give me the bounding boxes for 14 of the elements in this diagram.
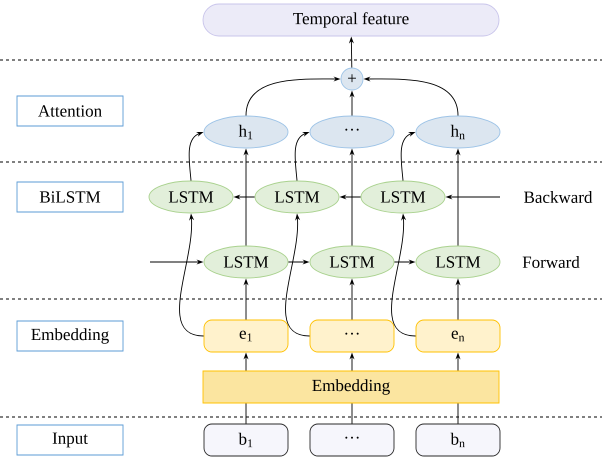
input-box: ··· [310,424,394,456]
embedding-bar: Embedding [202,370,500,404]
layer-label-box: Attention [16,96,124,126]
layer-label-box: Embedding [16,320,124,352]
embedding-box: e$_{n}$ [416,320,500,352]
input-box: b$_{1}$ [204,424,288,456]
layer-label-box: Input [16,424,124,456]
direction-label: Forward [522,256,580,268]
input-box: b$_{n}$ [416,424,500,456]
direction-label: Backward [524,191,592,203]
output-box: Temporal feature [202,4,500,36]
layer-label-box: BiLSTM [16,182,124,212]
embedding-box: e$_{1}$ [204,320,288,352]
embedding-box: ··· [310,320,394,352]
